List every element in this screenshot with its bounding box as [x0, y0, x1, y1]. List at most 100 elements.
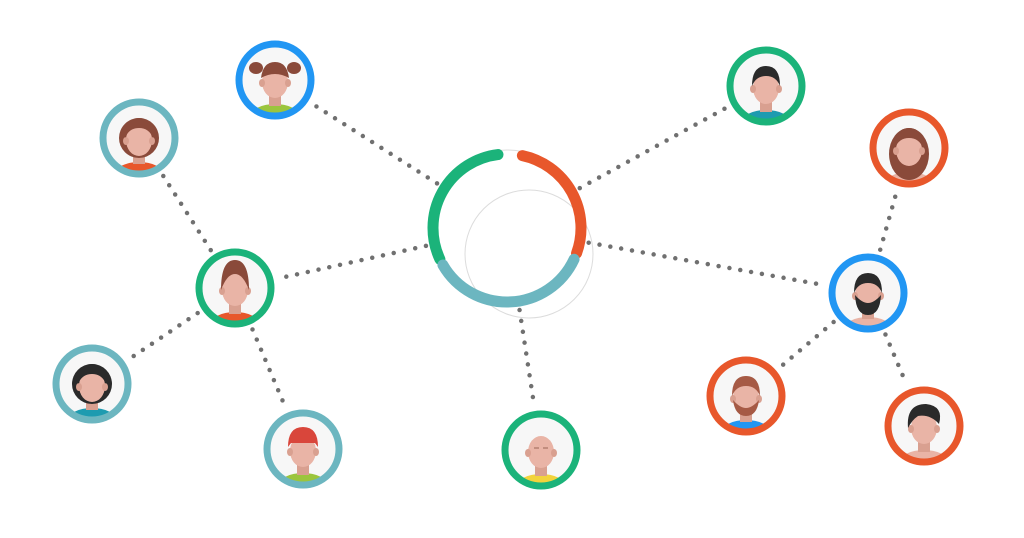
avatar-ring [706, 356, 786, 436]
avatar-bald-man [517, 436, 565, 485]
avatar-ear-right [285, 79, 291, 87]
avatar-hair [78, 364, 106, 384]
person-node-woman-bob [99, 98, 179, 178]
central-hub [427, 149, 594, 319]
avatar-ring [263, 409, 343, 489]
avatar-face [222, 274, 248, 306]
avatar-pigtail-left [249, 62, 263, 74]
avatar-ear-left [76, 383, 82, 391]
people-nodes [52, 40, 964, 490]
avatar-face [753, 72, 779, 104]
avatar-ring [828, 253, 908, 333]
connector-line-hub-woman-bun [276, 243, 429, 281]
avatar-ring [501, 410, 581, 490]
connector-line-man-beard-woman-long [877, 189, 900, 252]
avatar-face [911, 412, 937, 444]
avatar-ear-right [102, 383, 108, 391]
avatar-face [528, 436, 554, 468]
avatar-man-swoop [900, 404, 948, 461]
avatar-shirt [900, 450, 948, 461]
connector-lines [127, 101, 909, 410]
connector-line-hub-bald-man [517, 307, 537, 408]
avatar-ear-left [893, 147, 899, 155]
avatar-ear-left [750, 85, 756, 93]
avatar-ear-left [259, 79, 265, 87]
avatar-shirt [279, 473, 327, 484]
avatar-ring [884, 386, 964, 466]
connector-line-man-beard-man-swoop [883, 332, 909, 387]
avatar-hair [288, 427, 318, 447]
connector-line-hub-man-dark [577, 105, 729, 191]
avatar-hair [854, 273, 882, 293]
avatar-woman-bun [211, 260, 259, 323]
avatar-shirt [68, 408, 116, 419]
avatar-ring [99, 98, 179, 178]
avatar-ring [726, 46, 806, 126]
person-node-man-beard [828, 253, 908, 333]
connector-line-hub-girl-pigtails [310, 101, 440, 186]
connector-line-woman-bun-boy-red-hair [250, 327, 288, 410]
avatar-hair [752, 66, 780, 86]
person-node-man-ginger-beard [706, 356, 786, 436]
avatar-shirt [251, 104, 299, 115]
avatar-shirt [517, 474, 565, 485]
connector-line-woman-bun-woman-bob [161, 173, 213, 253]
avatar-shirt [115, 162, 163, 173]
avatar-face [79, 370, 105, 402]
person-node-man-dark [726, 46, 806, 126]
avatar-beard [733, 400, 759, 416]
avatar-shirt [722, 420, 770, 431]
avatar-ear-right [245, 287, 251, 295]
avatar-man-ginger-beard [722, 376, 770, 431]
avatar-shirt [885, 172, 933, 183]
avatar-ear-left [525, 449, 531, 457]
avatar-ear-right [934, 425, 940, 433]
hub-arc-right [516, 150, 587, 259]
connector-line-woman-bun-woman-dark [127, 310, 200, 362]
avatar-ring [195, 248, 275, 328]
avatar-man-beard [844, 273, 892, 328]
avatar-shirt [211, 312, 259, 323]
avatar-woman-bob [115, 118, 163, 173]
avatar-boy-red-hair [279, 427, 327, 484]
avatar-ear-left [287, 448, 293, 456]
avatar-ear-left [219, 287, 225, 295]
avatar-hair [125, 118, 153, 138]
person-node-woman-bun [195, 248, 275, 328]
avatar-hair [895, 128, 923, 148]
avatar-ear-right [756, 395, 762, 403]
avatar-beard [855, 295, 881, 315]
person-node-boy-red-hair [263, 409, 343, 489]
avatar-shirt [742, 110, 790, 121]
person-node-woman-dark [52, 344, 132, 424]
avatar-hair [907, 404, 941, 428]
connector-line-hub-man-beard [586, 240, 826, 288]
avatar-ear-right [551, 449, 557, 457]
hub-arc-left [427, 149, 504, 265]
person-node-bald-man [501, 410, 581, 490]
avatar-ring [52, 344, 132, 424]
avatar-shirt [844, 317, 892, 328]
avatar-pigtail-right [287, 62, 301, 74]
hub-inner-circle [464, 189, 594, 319]
avatar-man-dark [742, 66, 790, 121]
person-node-woman-long [869, 108, 949, 188]
avatar-face [126, 124, 152, 156]
avatar-ear-right [313, 448, 319, 456]
avatar-ear-left [730, 395, 736, 403]
avatar-hair [732, 376, 760, 396]
avatar-ear-right [919, 147, 925, 155]
avatar-ear-left [908, 425, 914, 433]
person-node-man-swoop [884, 386, 964, 466]
avatar-ear-right [149, 137, 155, 145]
avatar-ear-left [123, 137, 129, 145]
avatar-woman-dark [68, 364, 116, 419]
avatar-hair [261, 62, 289, 78]
hub-arc-bottom [437, 253, 580, 308]
avatar-face [896, 134, 922, 166]
avatar-ring [869, 108, 949, 188]
avatar-ring [235, 40, 315, 120]
avatar-girl-pigtails [249, 62, 301, 115]
connector-line-man-beard-man-ginger-beard [778, 319, 836, 370]
